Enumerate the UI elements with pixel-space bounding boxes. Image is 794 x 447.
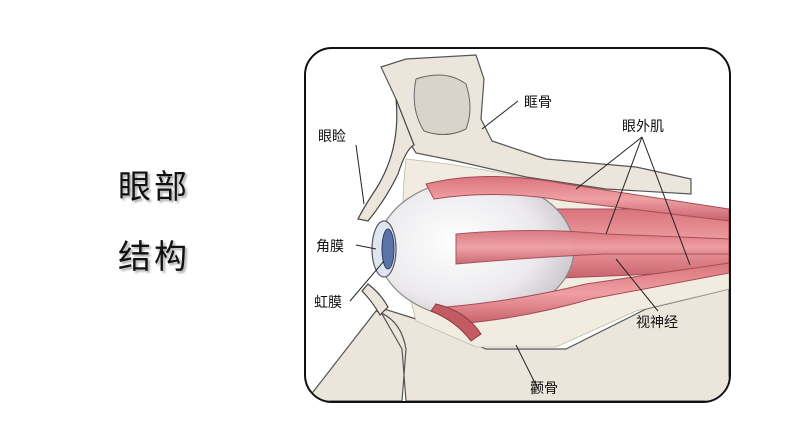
- label-zygomatic-bone: 颧骨: [530, 381, 558, 397]
- label-optic-nerve: 视神经: [636, 315, 678, 331]
- iris-shape: [381, 228, 395, 270]
- orbit-sinus: [413, 74, 471, 135]
- label-eyelid: 眼睑: [318, 129, 346, 145]
- label-orbit-bone: 眶骨: [524, 95, 552, 111]
- eye-anatomy-illustration: 眶骨 眼睑 眼外肌 角膜 虹膜 视神经 颧骨: [306, 54, 729, 401]
- lower-eyelid: [361, 283, 389, 316]
- inferior-oblique: [430, 303, 482, 342]
- upper-eyelid: [357, 98, 415, 222]
- leader-lines: [349, 100, 691, 390]
- label-cornea: 角膜: [316, 239, 344, 255]
- eye-diagram-frame: 眶骨 眼睑 眼外肌 角膜 虹膜 视神经 颧骨: [304, 47, 731, 403]
- page-title: 眼部 结构: [118, 170, 190, 280]
- inferior-rectus: [445, 262, 729, 325]
- lateral-rectus: [455, 230, 729, 265]
- superior-rectus: [425, 176, 729, 222]
- title-line-2: 结构: [118, 237, 190, 276]
- label-iris: 虹膜: [314, 295, 342, 311]
- label-extraocular-muscles: 眼外肌: [622, 119, 664, 135]
- title-line-1: 眼部: [118, 167, 190, 206]
